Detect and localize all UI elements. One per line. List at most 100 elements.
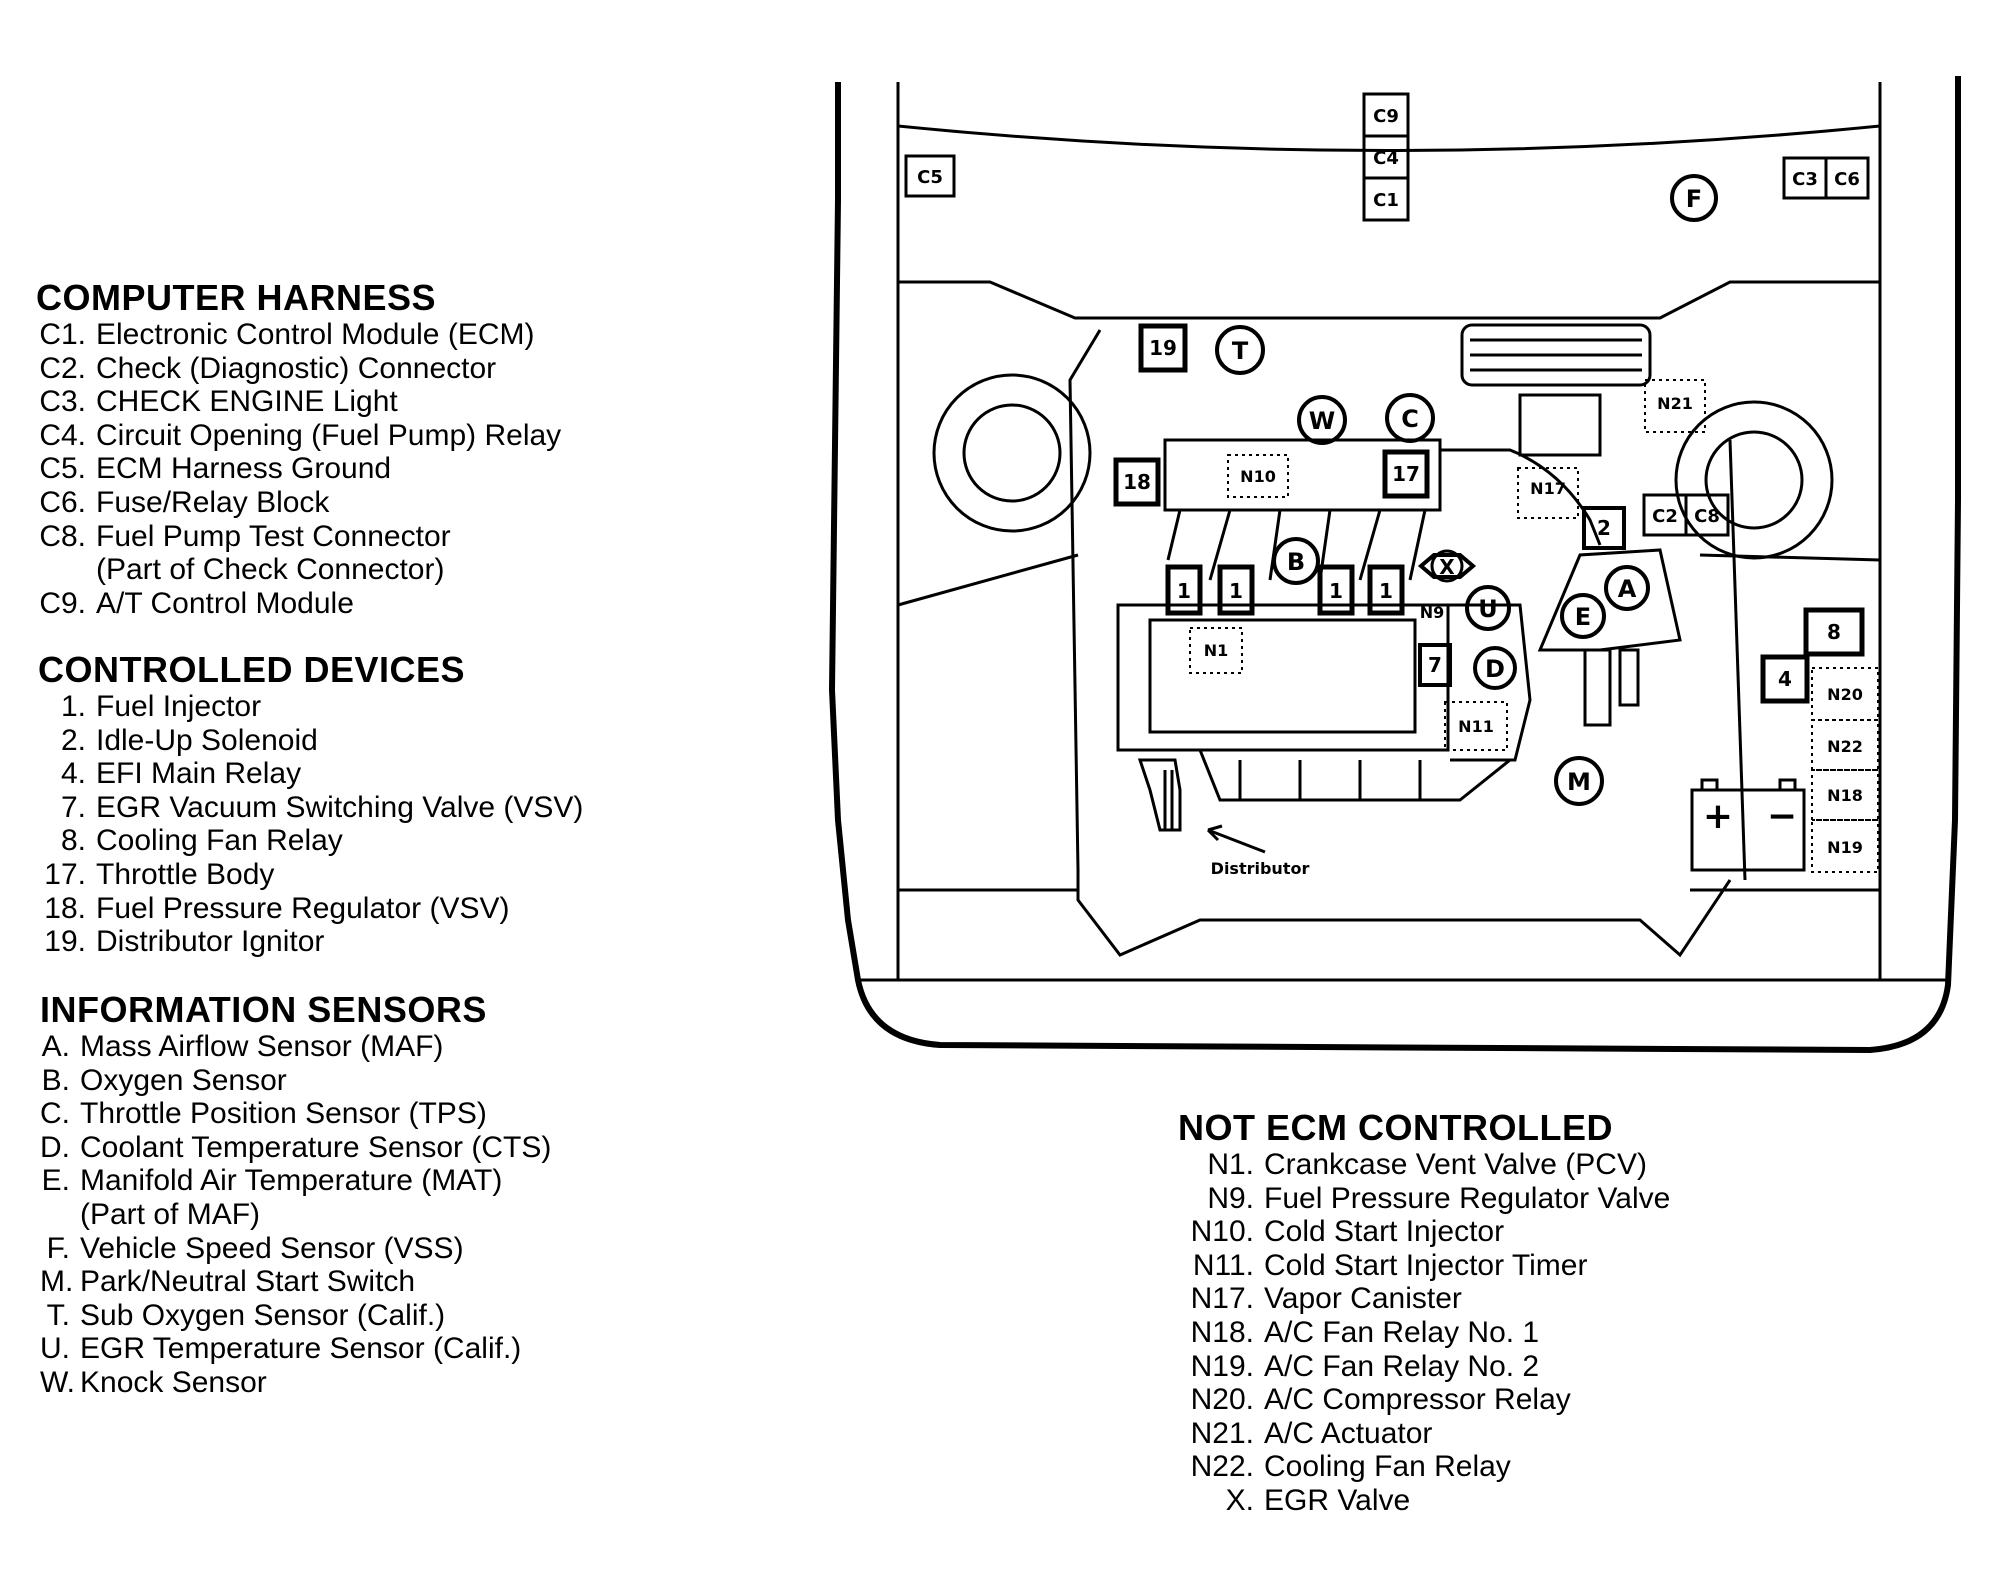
item-code: N17. (1190, 1282, 1254, 1316)
label-c2: C2 (1652, 506, 1678, 527)
item-code: C2. (39, 351, 86, 385)
legend-information-sensors: INFORMATION SENSORS A. Mass Airflow Senso… (40, 990, 551, 1400)
box-4 (1760, 654, 1810, 704)
dotted-box-n11 (1444, 701, 1508, 751)
item-code: 8. (60, 824, 86, 858)
box-2 (1582, 506, 1626, 550)
list-item: N21.A/C Actuator (1178, 1417, 1670, 1451)
item-text: Check (Diagnostic) Connector (96, 351, 497, 385)
bay-left-wall (1068, 329, 1732, 958)
distributor-arrow (1206, 824, 1266, 854)
item-code: C5. (39, 452, 86, 486)
item-code: C9. (39, 586, 86, 620)
item-code: T. (46, 1298, 70, 1332)
label-box-7: 7 (1428, 653, 1442, 677)
list-item: W.Knock Sensor (40, 1366, 551, 1400)
list-item: N17. Vapor Canister (1178, 1282, 1670, 1316)
injector-box-3 (1317, 564, 1355, 616)
maf-housing (1537, 548, 1682, 727)
list-item: C.Throttle Position Sensor (TPS) (40, 1097, 551, 1131)
list-item: C9.A/T Control Module (36, 587, 561, 621)
item-text: (Part of MAF) (80, 1197, 261, 1231)
compartment-outline (828, 76, 1961, 1054)
item-text: Fuel Pressure Regulator Valve (1264, 1181, 1671, 1215)
marker-f (1670, 174, 1718, 222)
left-strut-tower (932, 373, 1092, 533)
item-code: N11. (1192, 1248, 1254, 1282)
label-n19: N19 (1827, 838, 1863, 857)
item-text: Sub Oxygen Sensor (Calif.) (80, 1298, 446, 1332)
bay-right-wall (1728, 439, 1747, 881)
list-item: C3.CHECK ENGINE Light (36, 385, 561, 419)
list-item: 19.Distributor Ignitor (38, 925, 583, 959)
dotted-box-n21 (1644, 379, 1706, 433)
air-cleaner (1460, 323, 1652, 457)
list-item: B.Oxygen Sensor (40, 1064, 551, 1098)
box-8 (1803, 607, 1865, 657)
label-a: A (1618, 575, 1637, 603)
item-text: Vehicle Speed Sensor (VSS) (80, 1231, 464, 1265)
item-text: Cooling Fan Relay (1264, 1450, 1511, 1484)
item-code: 18. (44, 891, 86, 925)
connector-c8 (1684, 493, 1730, 537)
list-item-continuation: (Part of Check Connector) (36, 553, 561, 587)
item-text: Vapor Canister (1264, 1282, 1462, 1316)
item-text: A/C Compressor Relay (1264, 1383, 1571, 1417)
marker-m (1554, 756, 1604, 806)
item-code: C1. (39, 318, 86, 351)
item-code: N19. (1190, 1349, 1254, 1383)
legend-computer-harness: COMPUTER HARNESS C1.Electronic Control M… (36, 278, 561, 620)
item-code: 17. (44, 857, 86, 891)
marker-a (1604, 565, 1650, 611)
item-code: B. (41, 1063, 70, 1097)
dotted-box-n22 (1811, 719, 1879, 771)
dotted-box-n18 (1811, 769, 1879, 821)
item-code: F. (46, 1231, 70, 1265)
list-item: N19. A/C Fan Relay No. 2 (1178, 1350, 1670, 1384)
label-injector-3: 1 (1329, 579, 1343, 603)
item-text: Park/Neutral Start Switch (80, 1265, 416, 1299)
list-item: 7.EGR Vacuum Switching Valve (VSV) (38, 791, 583, 825)
list-item: C4.Circuit Opening (Fuel Pump) Relay (36, 419, 561, 453)
section-heading: INFORMATION SENSORS (40, 989, 487, 1030)
list-item: N18.A/C Fan Relay No. 1 (1178, 1316, 1670, 1350)
label-injector-4: 1 (1379, 579, 1393, 603)
list-item: C1.Electronic Control Module (ECM) (36, 318, 561, 352)
harness-list: C1.Electronic Control Module (ECM) C2. Ch… (36, 318, 561, 620)
battery-plus: + (1703, 796, 1733, 837)
item-text: A/C Fan Relay No. 2 (1264, 1349, 1540, 1383)
sensors-list: A. Mass Airflow Sensor (MAF) B.Oxygen Sen… (40, 1030, 551, 1400)
item-text: EGR Temperature Sensor (Calif.) (80, 1332, 522, 1366)
lower-left-line (897, 553, 1079, 607)
marker-w (1297, 395, 1347, 445)
section-heading: NOT ECM CONTROLLED (1178, 1107, 1613, 1148)
battery (1690, 778, 1806, 872)
item-code: 19. (44, 925, 86, 959)
item-code: A. (41, 1030, 70, 1063)
item-code: U. (40, 1332, 70, 1366)
cowl-line (898, 280, 1880, 320)
label-d: D (1485, 655, 1505, 683)
list-item: 8.Cooling Fan Relay (38, 824, 583, 858)
item-text: CHECK ENGINE Light (96, 385, 398, 419)
marker-c (1385, 393, 1435, 443)
label-w: W (1309, 407, 1335, 435)
marker-x (1417, 553, 1477, 579)
item-text: Mass Airflow Sensor (MAF) (80, 1030, 444, 1063)
item-code: N9. (1207, 1181, 1254, 1215)
item-code: 7. (60, 790, 86, 824)
item-text: EFI Main Relay (96, 757, 302, 791)
item-text: Fuel Pump Test Connector (96, 519, 451, 553)
item-code: X. (1225, 1483, 1254, 1517)
item-text: Coolant Temperature Sensor (CTS) (80, 1130, 552, 1164)
label-c9: C9 (1373, 106, 1399, 127)
item-code: 1. (60, 690, 86, 723)
label-b: B (1287, 548, 1305, 576)
list-item: 17.Throttle Body (38, 858, 583, 892)
item-text: Crankcase Vent Valve (PCV) (1264, 1148, 1647, 1181)
label-m: M (1567, 768, 1591, 796)
label-c4: C4 (1373, 148, 1399, 169)
marker-x-inner (1430, 549, 1464, 583)
item-text: Circuit Opening (Fuel Pump) Relay (96, 418, 562, 452)
label-u: U (1478, 595, 1498, 623)
